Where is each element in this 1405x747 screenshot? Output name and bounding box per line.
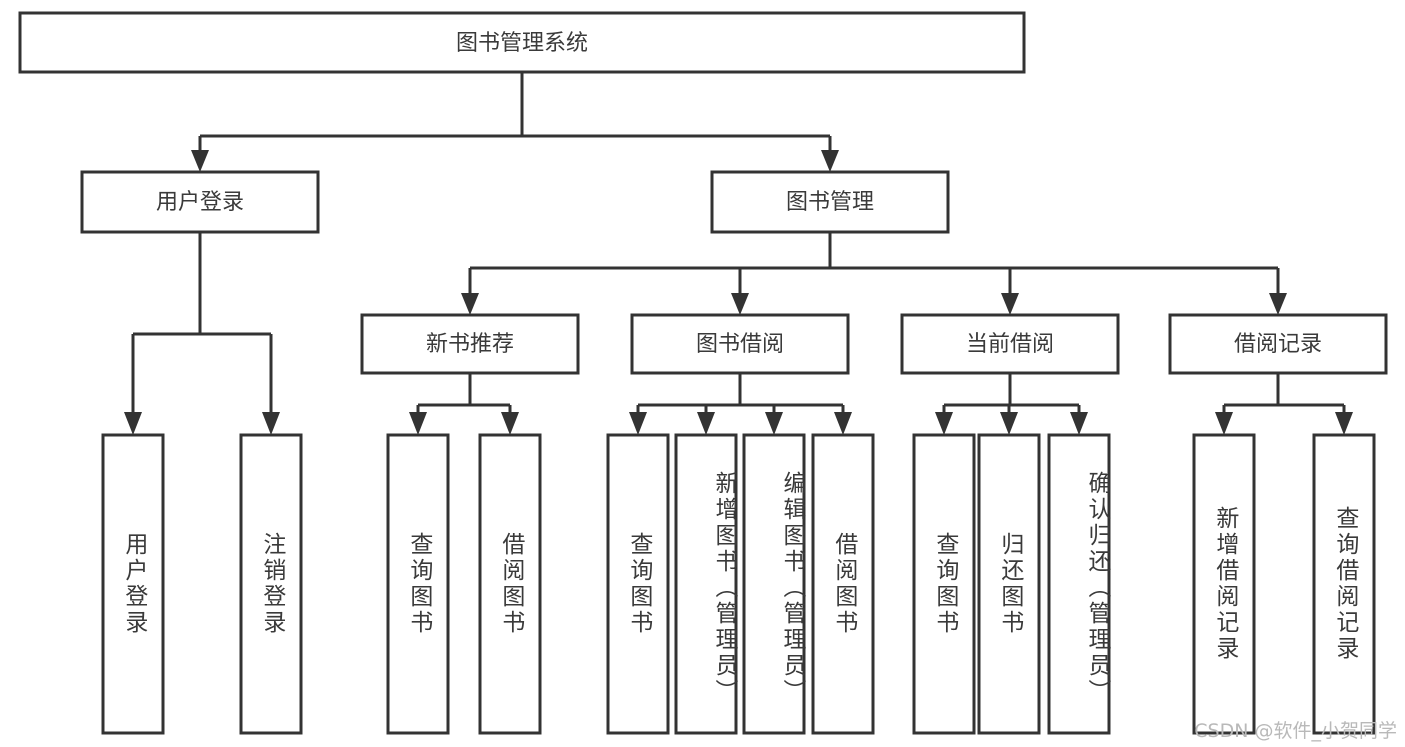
leaf-box-edit-book[interactable] [742, 433, 806, 735]
leaf-box-user-login[interactable] [101, 433, 165, 735]
node-root-label: 图书管理系统 [456, 31, 588, 56]
connector-bookborrow-to-leaves [629, 373, 852, 435]
node-borrow-record[interactable]: 借阅记录 [1168, 313, 1388, 375]
node-book-borrow[interactable]: 图书借阅 [630, 313, 850, 375]
leaf-box-return-book[interactable] [977, 433, 1041, 735]
connector-newbook-to-leaves [409, 373, 519, 435]
connector-userlogin-to-leaves [124, 232, 280, 435]
leaf-box-borrow-book-1[interactable] [478, 433, 542, 735]
node-book-manage[interactable]: 图书管理 [710, 170, 950, 234]
connector-root-to-level1 [191, 72, 839, 172]
connector-currentborrow-to-leaves [935, 373, 1088, 435]
leaf-box-query-record[interactable] [1312, 433, 1376, 735]
leaf-box-add-book[interactable] [674, 433, 738, 735]
connector-borrowrecord-to-leaves [1215, 373, 1353, 435]
node-user-login[interactable]: 用户登录 [80, 170, 320, 234]
node-new-book-rec-label: 新书推荐 [426, 332, 514, 357]
leaf-box-add-record[interactable] [1192, 433, 1256, 735]
node-current-borrow-label: 当前借阅 [966, 332, 1054, 357]
node-borrow-record-label: 借阅记录 [1234, 332, 1322, 357]
node-user-login-label: 用户登录 [156, 190, 244, 215]
node-book-manage-label: 图书管理 [786, 190, 874, 215]
connector-bookmanage-to-level2 [461, 232, 1287, 315]
leaf-box-logout[interactable] [239, 433, 303, 735]
node-new-book-rec[interactable]: 新书推荐 [360, 313, 580, 375]
leaf-box-borrow-book-2[interactable] [811, 433, 875, 735]
leaf-box-query-book-2[interactable] [606, 433, 670, 735]
node-current-borrow[interactable]: 当前借阅 [900, 313, 1120, 375]
node-root[interactable]: 图书管理系统 [18, 11, 1026, 74]
node-book-borrow-label: 图书借阅 [696, 332, 784, 357]
leaf-box-query-book-1[interactable] [386, 433, 450, 735]
leaf-box-query-book-3[interactable] [912, 433, 976, 735]
leaf-box-confirm-return[interactable] [1047, 433, 1111, 735]
